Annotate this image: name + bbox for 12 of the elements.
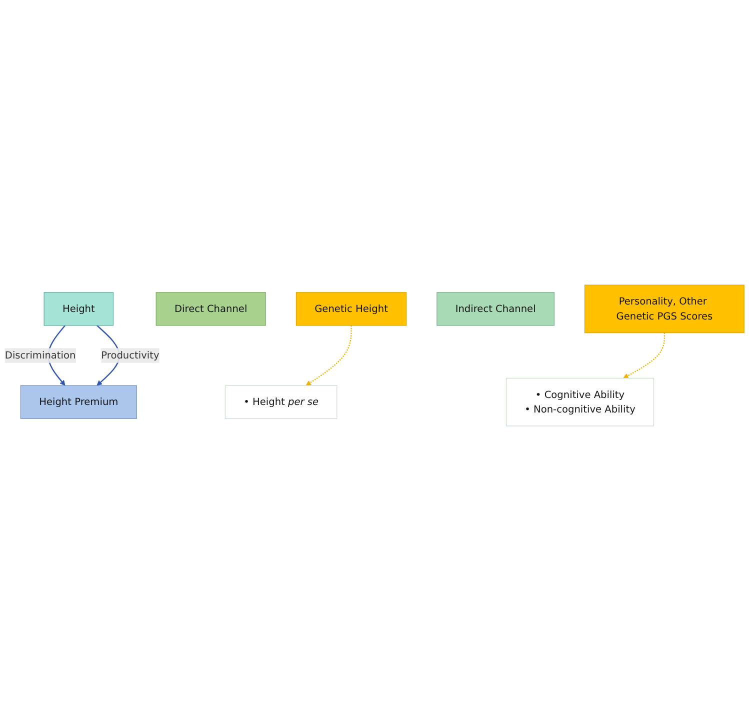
node-box: • Cognitive Ability • Non-cognitive Ability [506,378,654,426]
node-box: Direct Channel [156,292,266,326]
node-box: • Height per se [224,385,338,419]
arrow [306,325,352,386]
arrow [623,332,666,378]
edge-label: Discrimination [4,349,76,362]
edge-label: Productivity [101,349,160,362]
node-box: Height Premium [20,385,137,419]
node-box: Indirect Channel [436,292,554,326]
node-box: Personality, Other Genetic PGS Scores [584,284,744,334]
node-box: Height [44,292,114,326]
node-box: Genetic Height [296,292,407,326]
